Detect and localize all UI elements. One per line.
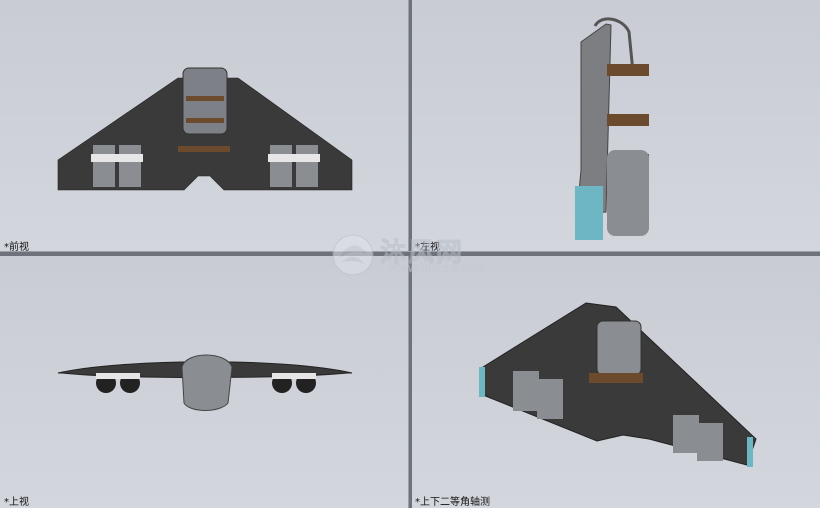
viewport-divider-horizontal[interactable]: [0, 251, 820, 256]
viewport-isometric[interactable]: *上下二等角轴测: [411, 255, 820, 508]
watermark-title: 沐风网: [379, 238, 465, 269]
viewport-iso-label: *上下二等角轴测: [415, 497, 490, 508]
viewport-top[interactable]: *上视: [0, 255, 408, 508]
viewport-top-label: *上视: [4, 497, 29, 508]
watermark-url: www.mfcad.com: [388, 261, 488, 276]
top-view-model: [57, 354, 353, 411]
front-view-model: [57, 67, 353, 191]
viewport-front-label: *前视: [4, 242, 29, 251]
left-view-model: [575, 17, 649, 240]
watermark: 沐风网 www.mfcad.com: [330, 230, 500, 280]
isometric-view-model: [479, 302, 757, 467]
viewport-left-label: *左视: [415, 242, 440, 251]
viewport-front[interactable]: *前视: [0, 0, 408, 251]
watermark-logo-icon: [332, 234, 374, 276]
viewport-left[interactable]: *左视: [411, 0, 820, 251]
